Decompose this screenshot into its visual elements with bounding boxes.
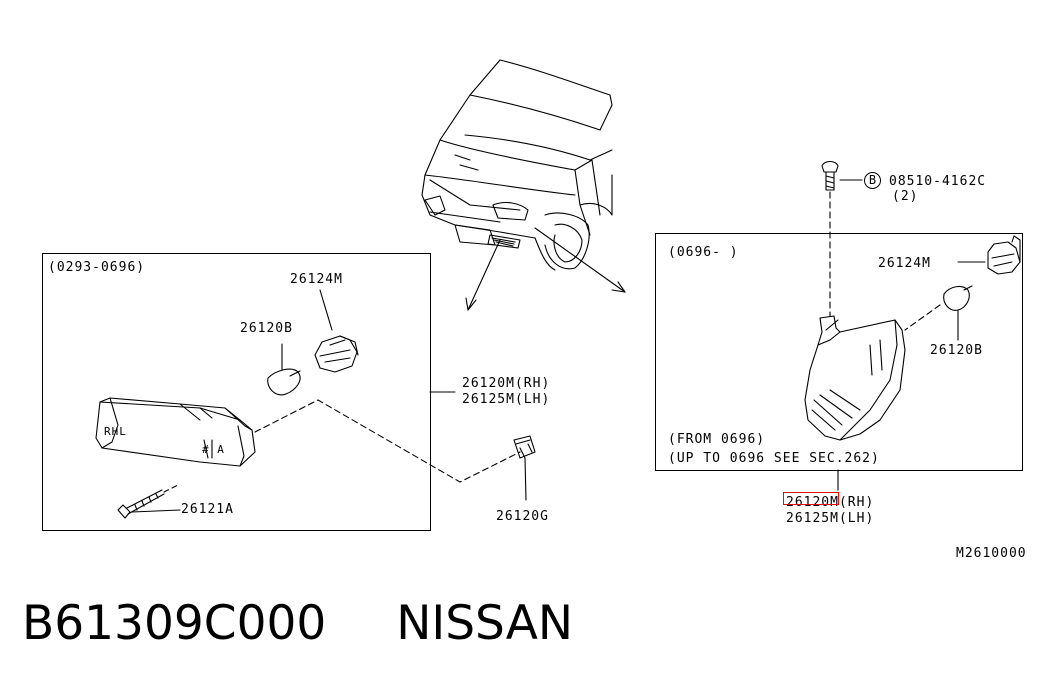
label-26121A: 26121A [181, 502, 234, 517]
label-26125M-lh-right: 26125M(LH) [786, 511, 875, 526]
note-from-0696: (FROM 0696) [668, 432, 766, 447]
lamp-housing-left [95, 397, 256, 467]
circle-b-letter: B [868, 173, 877, 187]
footer-part-number: B61309C000 [22, 596, 327, 651]
lamp-housing-right [804, 315, 906, 441]
lamp-number-mark: # A [202, 443, 225, 456]
label-26120B-right: 26120B [930, 343, 983, 358]
circle-b-icon: B [864, 172, 881, 189]
label-26120M-rh-right: 26120M(RH) [786, 495, 875, 510]
label-bolt-part: 08510-4162C [889, 174, 987, 189]
screw-part [117, 483, 181, 519]
dashed-leader-left [254, 399, 521, 483]
right-box-range: (0696- ) [668, 245, 739, 260]
lamp-side-mark: RHL [104, 425, 127, 438]
footer: B61309C000 NISSAN [22, 596, 573, 651]
highlight-box [783, 492, 839, 505]
socket-part-left [314, 289, 359, 373]
socket-part-right [957, 235, 1021, 275]
label-26120M-rh-left: 26120M(RH) [462, 376, 551, 391]
bolt-part [821, 160, 863, 317]
label-26120B-left: 26120B [240, 321, 293, 336]
label-26120G: 26120G [496, 509, 549, 524]
note-up-to-0696: (UP TO 0696 SEE SEC.262) [668, 451, 880, 466]
location-arrows [465, 227, 626, 311]
footer-brand: NISSAN [396, 596, 574, 651]
vehicle-front-illustration [421, 59, 613, 271]
label-26124M-right: 26124M [878, 256, 931, 271]
bulb-part-right [904, 285, 973, 341]
left-variant-box [42, 253, 431, 531]
label-26125M-lh-left: 26125M(LH) [462, 392, 551, 407]
label-bolt-qty: (2) [892, 189, 919, 204]
bulb-part-left [267, 343, 301, 396]
right-variant-box [655, 233, 1023, 471]
left-box-range: (0293-0696) [48, 260, 146, 275]
label-26124M-left: 26124M [290, 272, 343, 287]
clip-part [513, 435, 536, 501]
diagram-code: M2610000 [956, 546, 1027, 561]
